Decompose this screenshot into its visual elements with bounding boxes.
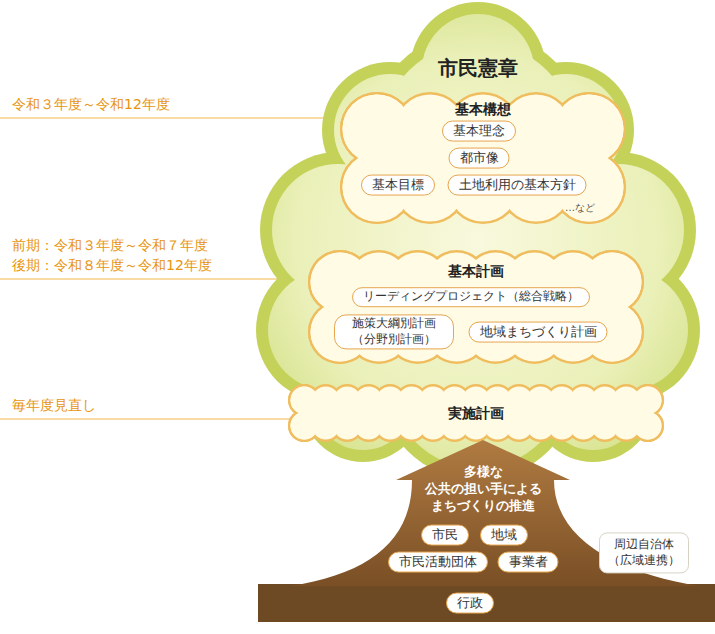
heading: 実施計画 bbox=[448, 404, 504, 422]
item-pill: 基本理念 bbox=[442, 121, 516, 142]
item-label: リーディングプロジェクト（総合戦略） bbox=[363, 289, 579, 305]
item-pill: 市民活動団体 bbox=[388, 552, 488, 573]
item-pill: 事業者 bbox=[498, 552, 559, 573]
item-label: 市民 bbox=[432, 527, 458, 544]
item-label: 基本目標 bbox=[372, 177, 424, 194]
item-pill: 地域 bbox=[480, 525, 528, 546]
item-pill: 基本目標 bbox=[361, 175, 435, 196]
heading: 基本計画 bbox=[448, 262, 504, 280]
note: …など bbox=[565, 201, 595, 214]
leader-line bbox=[0, 419, 320, 420]
item-pill: 地域まちづくり計画 bbox=[469, 322, 608, 343]
item-pill: 行政 bbox=[446, 593, 494, 614]
period-label: 毎年度見直し bbox=[12, 397, 96, 415]
cloud-shape: 実施計画 bbox=[288, 384, 664, 442]
item-label: 都市像 bbox=[460, 150, 499, 167]
item-pill: 土地利用の基本方針 bbox=[448, 175, 587, 196]
item-label: 周辺自治体 （広域連携） bbox=[608, 537, 680, 568]
cloud-shape: 基本構想 …など 基本理念都市像基本目標 土地利用の基本方針 bbox=[340, 92, 626, 224]
item-label: 事業者 bbox=[509, 554, 548, 571]
item-label: 地域まちづくり計画 bbox=[480, 324, 597, 341]
period-label: 前期：令和３年度～令和７年度 bbox=[12, 237, 208, 255]
item-label: 土地利用の基本方針 bbox=[459, 177, 576, 194]
item-label: 基本理念 bbox=[453, 123, 505, 140]
item-label: 地域 bbox=[491, 527, 517, 544]
period-label: 令和３年度～令和12年度 bbox=[12, 96, 170, 114]
cloud-shape: 基本計画リーディングプロジェクト（総合戦略） 施策大綱別計画 （分野別計画） 地域ま… bbox=[308, 250, 644, 364]
heading: 基本構想 bbox=[455, 100, 511, 118]
item-label: 施策大綱別計画 （分野別計画） bbox=[345, 316, 443, 347]
item-pill: 市民 bbox=[421, 525, 469, 546]
heading: 市民憲章 bbox=[438, 55, 518, 81]
period-label: 後期：令和８年度～令和12年度 bbox=[12, 257, 212, 275]
item-label: 行政 bbox=[457, 595, 483, 612]
crown-shape: 市民憲章基本構想 …など 基本理念都市像基本目標 土地利用の基本方針基本計画リーディン… bbox=[240, 0, 715, 462]
leader-line bbox=[0, 118, 360, 119]
item-pill: 施策大綱別計画 （分野別計画） bbox=[334, 314, 454, 349]
trunk-label: 多様な 公共の担い手による まちづくりの推進 bbox=[418, 464, 548, 515]
item-pill: 都市像 bbox=[449, 148, 510, 169]
ground-band bbox=[258, 584, 715, 622]
item-label: 市民活動団体 bbox=[399, 554, 477, 571]
partner-box: 周辺自治体 （広域連携） bbox=[599, 532, 689, 573]
item-pill: リーディングプロジェクト（総合戦略） bbox=[352, 287, 590, 307]
